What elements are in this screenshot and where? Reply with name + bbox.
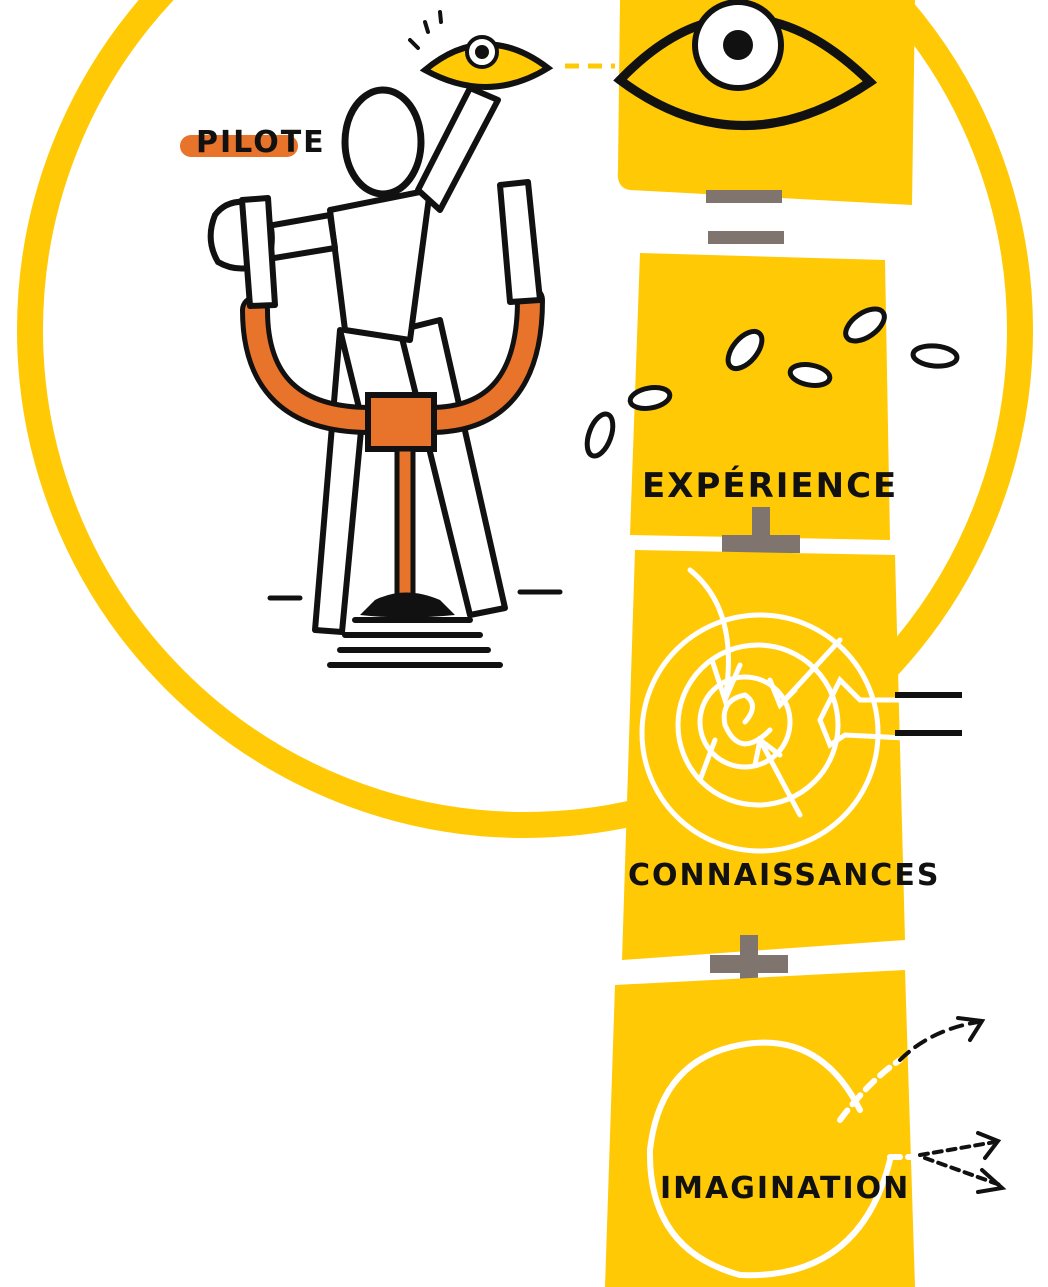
equals-sign bbox=[706, 190, 784, 244]
pilote-label: PILOTE bbox=[196, 125, 326, 160]
imagination-label: IMAGINATION bbox=[660, 1171, 910, 1206]
connaissances-label: CONNAISSANCES bbox=[628, 858, 940, 893]
experience-label: EXPÉRIENCE bbox=[642, 465, 898, 506]
card-eye bbox=[618, 0, 915, 205]
card-imagination: IMAGINATION bbox=[605, 970, 1002, 1287]
dashed-arrows bbox=[900, 1018, 1002, 1192]
card-experience: EXPÉRIENCE bbox=[582, 253, 958, 540]
card-connaissances: CONNAISSANCES bbox=[622, 550, 962, 960]
